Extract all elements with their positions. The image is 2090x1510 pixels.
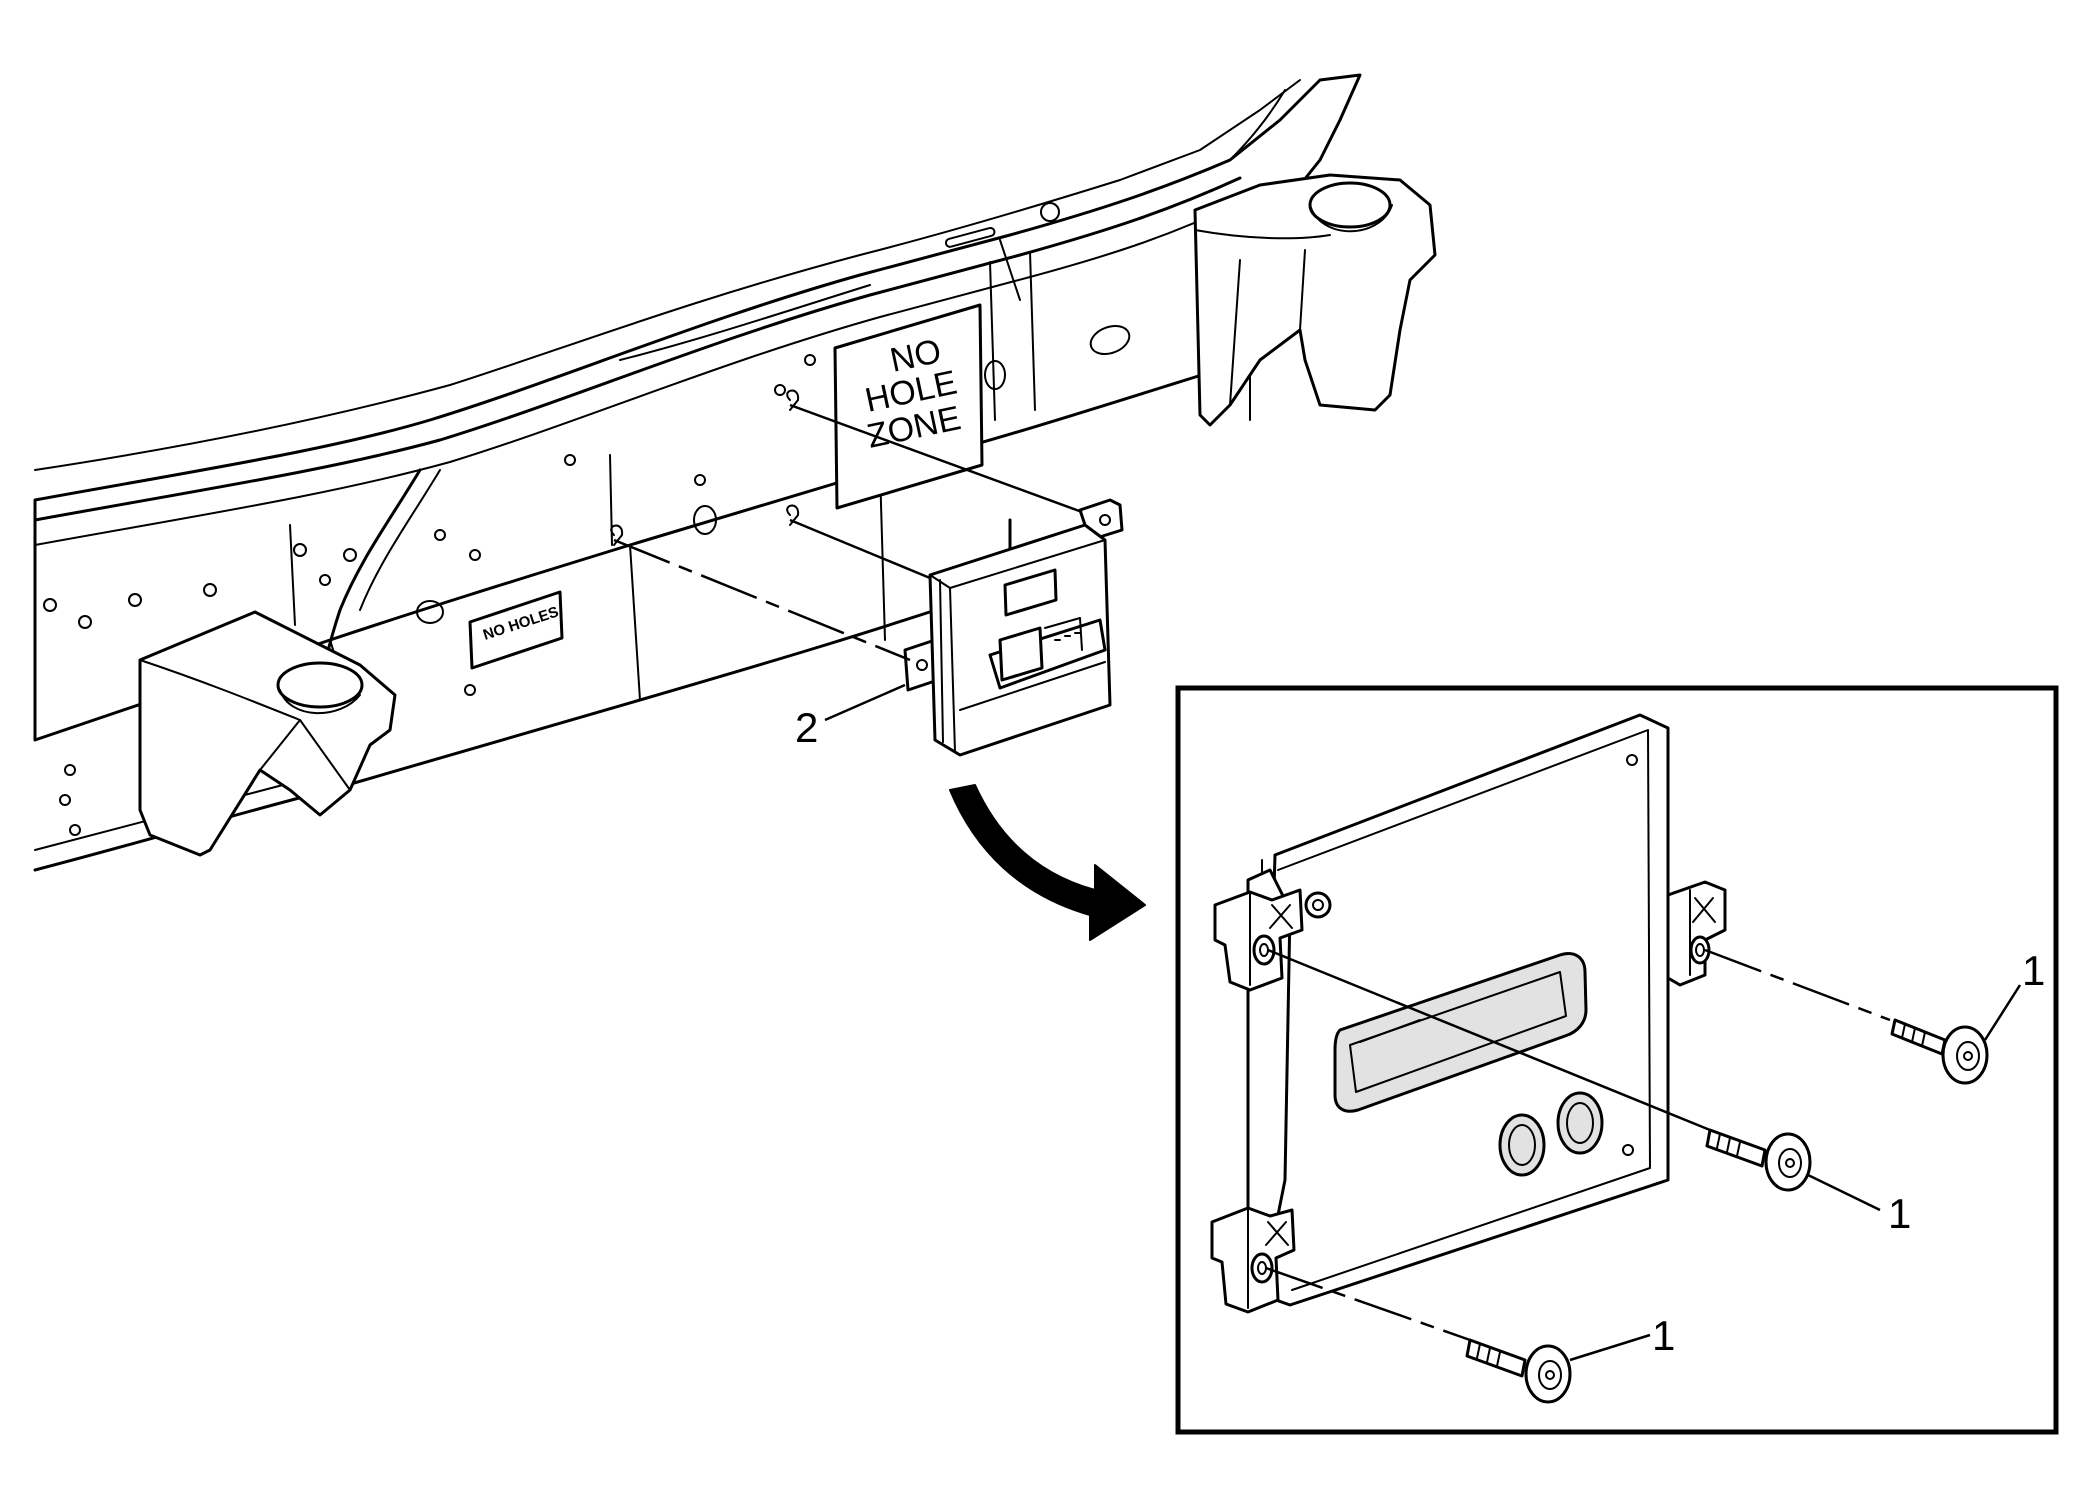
detail-view-arrow: [949, 784, 1146, 941]
callout-1-upper: 1: [2022, 947, 2045, 994]
alignment-lines-vehicle: [613, 403, 1083, 662]
frame-mount-bracket-right: [1193, 173, 1437, 427]
callout-2-label: 2: [795, 704, 818, 751]
no-holes-small-label: NO HOLES: [468, 590, 564, 670]
control-module-assembly: [903, 498, 1124, 757]
frame-holes: [43, 202, 1131, 836]
bolt-lower: [1465, 1338, 1572, 1404]
bolt-middle: [1705, 1128, 1812, 1192]
bolt-upper: [1890, 1018, 1989, 1085]
detail-inset: 1 1 1: [1175, 685, 2059, 1435]
callout-module: 2: [795, 683, 906, 751]
callout-1-middle: 1: [1888, 1190, 1911, 1237]
frame-mount-bracket-left: [138, 610, 397, 857]
callout-1-lower: 1: [1652, 1312, 1675, 1359]
no-hole-zone-label: NO HOLE ZONE: [833, 303, 984, 510]
